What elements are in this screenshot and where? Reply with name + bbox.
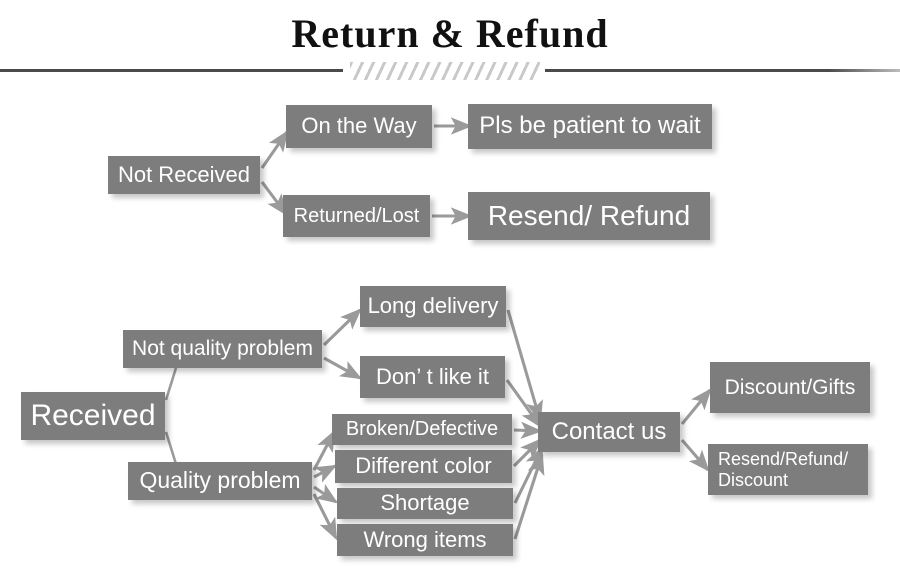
page-title: Return & Refund <box>291 11 609 56</box>
node-resend-refund[interactable]: Resend/ Refund <box>468 192 710 240</box>
node-received[interactable]: Received <box>21 392 165 440</box>
node-quality-problem[interactable]: Quality problem <box>128 462 312 500</box>
node-different-color[interactable]: Different color <box>335 450 512 483</box>
divider-rule-right-fade <box>740 69 900 72</box>
node-wrong-items[interactable]: Wrong items <box>337 524 513 556</box>
header-divider <box>0 62 900 80</box>
node-returned-lost[interactable]: Returned/Lost <box>283 195 430 237</box>
node-shortage[interactable]: Shortage <box>337 488 513 519</box>
node-not-received[interactable]: Not Received <box>108 156 260 194</box>
node-on-the-way[interactable]: On the Way <box>286 105 432 148</box>
node-discount-gifts[interactable]: Discount/Gifts <box>710 362 870 413</box>
divider-rule-left <box>0 69 343 72</box>
node-broken-defective[interactable]: Broken/Defective <box>332 414 512 445</box>
node-long-delivery[interactable]: Long delivery <box>360 286 506 327</box>
divider-rule-right <box>545 69 900 72</box>
hatched-divider-icon <box>350 62 540 80</box>
node-not-quality-problem[interactable]: Not quality problem <box>123 330 322 368</box>
node-pls-be-patient-to-wait[interactable]: Pls be patient to wait <box>468 104 712 149</box>
node-dont-like-it[interactable]: Don’ t like it <box>360 356 505 398</box>
node-contact-us[interactable]: Contact us <box>538 412 680 452</box>
node-resend-refund-discount[interactable]: Resend/Refund/ Discount <box>708 444 868 495</box>
